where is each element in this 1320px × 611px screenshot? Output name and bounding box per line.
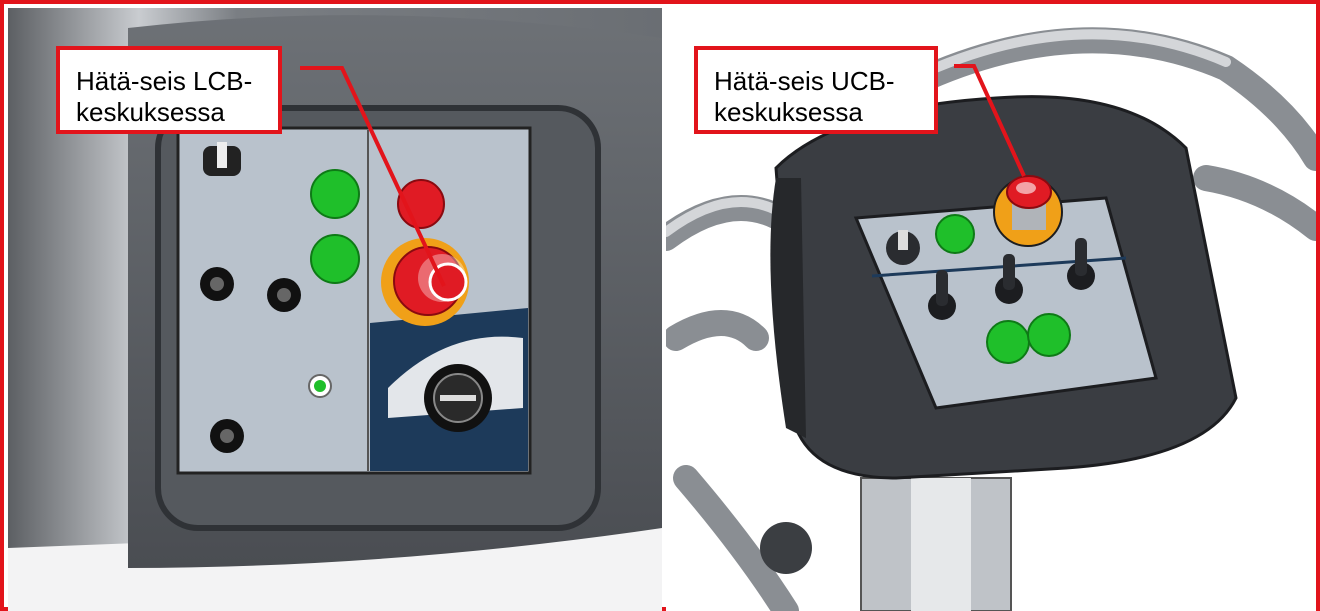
pivot-joint [760, 522, 812, 574]
green-push-button[interactable] [987, 321, 1029, 363]
green-push-button[interactable] [311, 235, 359, 283]
green-push-button[interactable] [311, 170, 359, 218]
red-push-button[interactable] [398, 180, 444, 228]
callout-lcb-line2: keskuksessa [76, 97, 268, 128]
callout-ucb: Hätä-seis UCB- keskuksessa [694, 46, 938, 134]
callout-ucb-line1: Hätä-seis UCB- [714, 66, 924, 97]
callout-lcb: Hätä-seis LCB- keskuksessa [56, 46, 282, 134]
callout-lcb-line1: Hätä-seis LCB- [76, 66, 268, 97]
callout-ucb-line2: keskuksessa [714, 97, 924, 128]
green-push-button[interactable] [1028, 314, 1070, 356]
green-push-button[interactable] [936, 215, 974, 253]
